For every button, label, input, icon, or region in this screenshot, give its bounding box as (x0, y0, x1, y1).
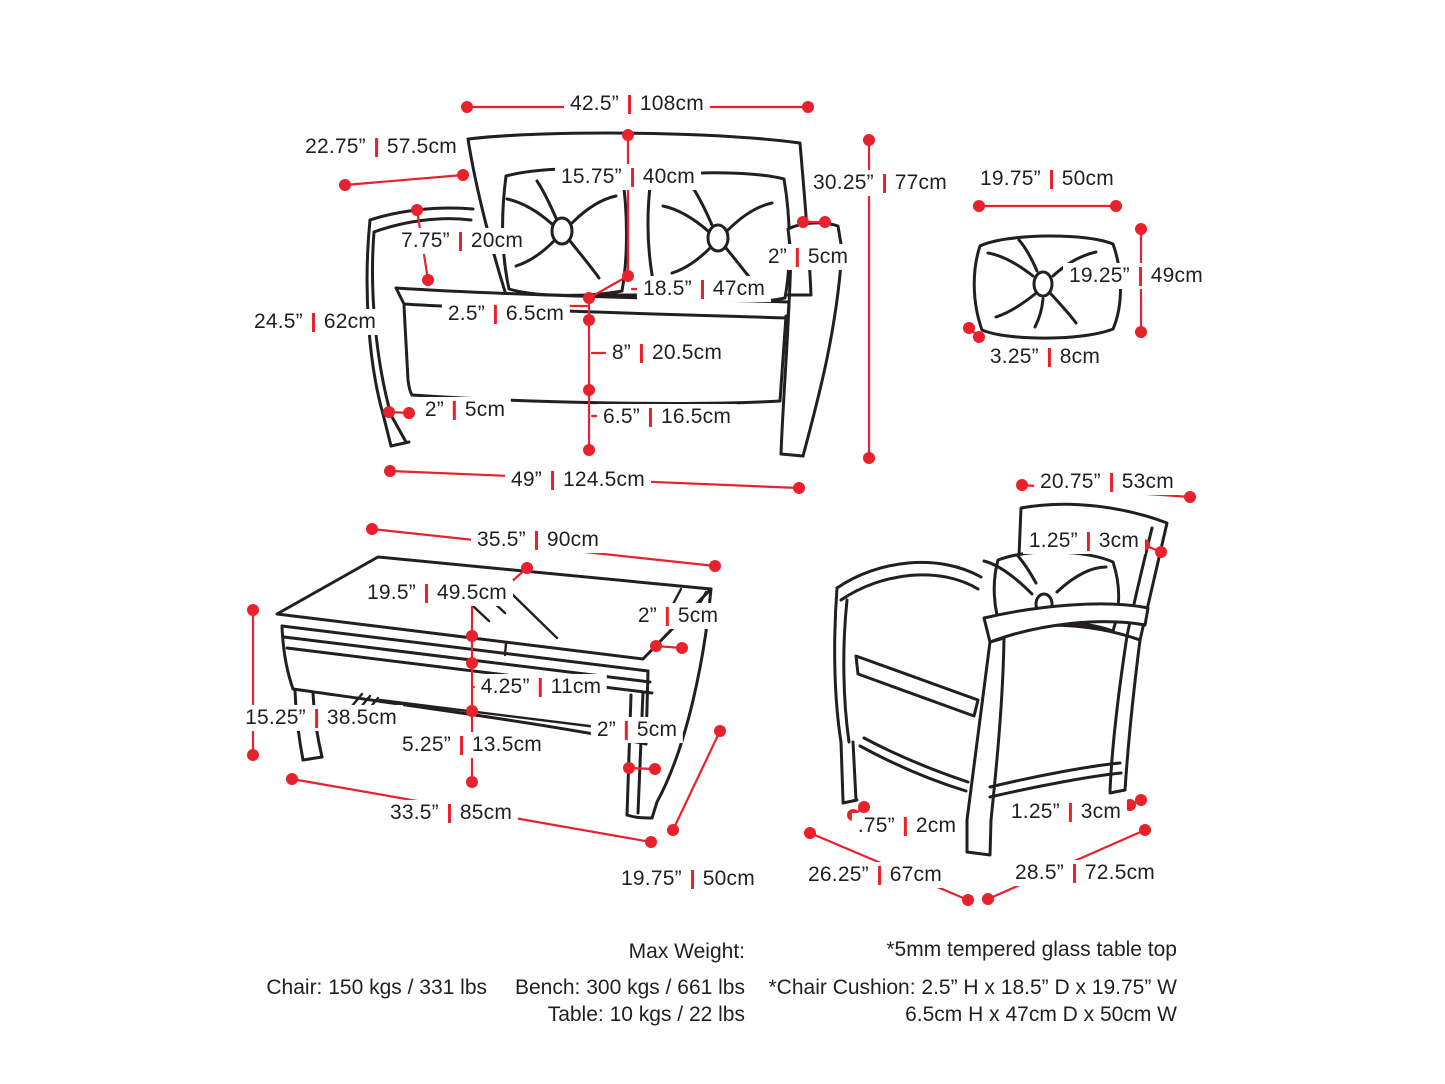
chair-weight: Chair: 150 kgs / 331 lbs (266, 976, 487, 999)
dim-table-top-depth: 19.5”49.5cm (361, 579, 513, 607)
unit-separator (630, 167, 634, 187)
dim-chair-back-frame: 1.25”3cm (1022, 527, 1146, 555)
dim-bench-leg-width: 2”5cm (418, 396, 512, 424)
unit-separator (458, 231, 462, 251)
dim-table-base-width: 33.5”85cm (383, 799, 519, 827)
dim-chair-frame-width: 1.25”3cm (1004, 798, 1128, 826)
dim-bench-overall-height: 30.25”77cm (807, 169, 953, 197)
dim-bench-arm-top-depth: 2”5cm (761, 243, 855, 271)
dim-table-top-thickness: 2”5cm (631, 602, 725, 630)
dim-table-apron-height: 4.25”11cm (474, 673, 608, 701)
unit-separator (1068, 802, 1072, 822)
unit-separator (374, 137, 378, 157)
unit-separator (551, 470, 554, 490)
unit-separator (534, 530, 538, 550)
unit-separator (624, 720, 628, 740)
unit-separator (1049, 169, 1053, 189)
dim-chair-foot-height: .75”2cm (851, 812, 963, 840)
dim-bench-arm-height: 24.5”62cm (247, 308, 383, 336)
bench-drawing (365, 131, 844, 458)
unit-separator (700, 279, 704, 299)
cushion-note-metric: 6.5cm H x 47cm D x 50cm W (905, 1003, 1177, 1026)
dim-bench-seat-thickness: 2.5”6.5cm (441, 300, 571, 328)
unit-separator (493, 304, 497, 324)
unit-separator (882, 173, 886, 193)
max-weight-title: Max Weight: (628, 940, 745, 963)
unit-separator (1086, 531, 1090, 551)
dim-bench-apron-height: 8”20.5cm (605, 339, 729, 367)
unit-separator (903, 816, 907, 836)
unit-separator (627, 94, 631, 114)
unit-separator (648, 407, 652, 427)
unit-separator (795, 247, 799, 267)
max-weight-line: Chair: 150 kgs / 331 lbs Bench: 300 kgs /… (266, 976, 745, 1000)
unit-separator (1047, 347, 1051, 367)
unit-separator (452, 400, 456, 420)
bench-weight: Bench: 300 kgs / 661 lbs (515, 976, 745, 999)
dim-bench-ground-clearance: 6.5”16.5cm (596, 403, 738, 431)
dim-chair-width: 28.5”72.5cm (1009, 859, 1161, 887)
unit-separator (424, 583, 428, 603)
dim-chair-back-width: 20.75”53cm (1034, 468, 1180, 496)
dim-table-depth: 19.75”50cm (615, 865, 761, 893)
cushion-note-imperial: *Chair Cushion: 2.5” H x 18.5” D x 19.75… (768, 976, 1178, 999)
unit-separator (877, 865, 881, 885)
unit-separator (640, 343, 643, 363)
dim-bench-overall-width: 49”124.5cm (505, 466, 651, 494)
dim-table-leg-width: 2”5cm (590, 716, 684, 744)
dim-chair-depth: 26.25”67cm (802, 861, 948, 889)
unit-separator (690, 869, 694, 889)
dim-bench-cushion-height: 7.75”20cm (394, 227, 530, 255)
unit-separator (459, 735, 463, 755)
dim-bench-back-top-width: 42.5”108cm (564, 90, 710, 118)
glass-note: *5mm tempered glass table top (886, 938, 1177, 961)
dim-cushion-thickness: 3.25”8cm (983, 343, 1107, 371)
dim-cushion-width: 19.75”50cm (974, 165, 1120, 193)
unit-separator (1138, 266, 1142, 286)
dim-bench-cushion-width: 15.75”40cm (555, 163, 701, 191)
dim-bench-seat-depth: 18.5”47cm (636, 275, 772, 303)
unit-separator (311, 312, 315, 332)
unit-separator (1109, 472, 1113, 492)
unit-separator (1072, 863, 1076, 883)
cushion-drawing (972, 234, 1122, 340)
dim-table-top-width: 35.5”90cm (470, 526, 606, 554)
unit-separator (314, 708, 318, 728)
unit-separator (447, 803, 451, 823)
unit-separator (538, 677, 542, 697)
dim-cushion-height: 19.25”49cm (1063, 262, 1209, 290)
dim-table-clearance: 5.25”13.5cm (396, 731, 548, 759)
table-weight: Table: 10 kgs / 22 lbs (547, 1003, 745, 1026)
unit-separator (665, 606, 669, 626)
dim-table-height: 15.25”38.5cm (239, 704, 403, 732)
dim-bench-back-diagonal: 22.75”57.5cm (299, 133, 463, 161)
